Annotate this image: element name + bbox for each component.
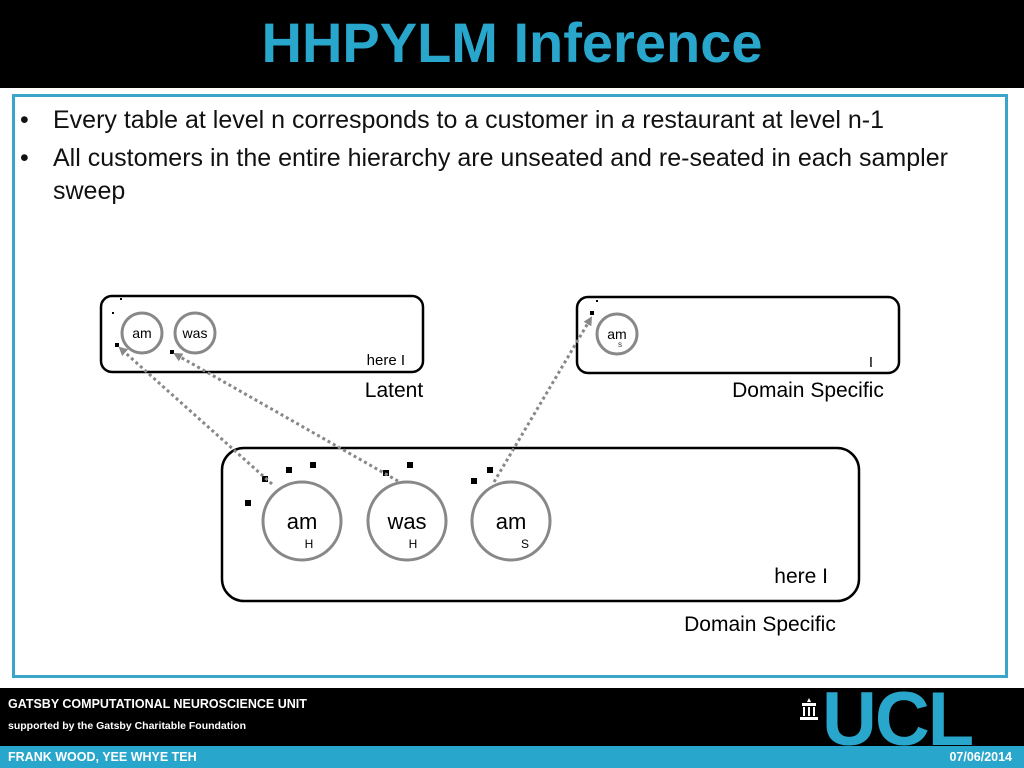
bottom-table-am-h-sub: H — [305, 537, 314, 551]
bottom-table-am-s-label: am — [496, 509, 527, 534]
customer-dot — [487, 467, 493, 473]
domain-top-table-am — [595, 312, 639, 356]
customer-dot — [112, 312, 114, 314]
domain-top-caption: Domain Specific — [732, 379, 884, 402]
arrow-am-s-to-domain — [492, 316, 593, 483]
customer-dot — [286, 467, 292, 473]
domain-bottom-restaurant-box — [220, 446, 861, 603]
domain-top-restaurant-box — [575, 295, 901, 375]
bullet-1-italic: a — [621, 106, 636, 134]
customer-dot — [590, 311, 594, 315]
bullet-item-2: • All customers in the entire hierarchy … — [20, 142, 1010, 208]
latent-table-am — [120, 311, 164, 355]
content-frame — [12, 94, 1008, 678]
footer-strip — [0, 746, 1024, 768]
domain-top-table-am-sub: S — [618, 343, 622, 349]
bottom-table-was-h-label: was — [386, 509, 426, 534]
bottom-table-am-s — [470, 480, 552, 562]
bullet-1-text-end: restaurant at level n-1 — [635, 106, 884, 134]
bottom-table-was-h — [366, 480, 448, 562]
bullet-1-text: Every table at level n corresponds to a … — [53, 106, 622, 134]
latent-table-was — [173, 311, 217, 355]
domain-bottom-context-label: here I — [774, 565, 828, 588]
ucl-portico-icon — [800, 698, 818, 720]
customer-dot — [115, 343, 119, 347]
domain-top-table-am-label: am — [607, 326, 626, 342]
customer-dot — [471, 478, 477, 484]
latent-context-label: here I — [367, 352, 405, 369]
latent-caption: Latent — [365, 379, 424, 402]
footer-date: 07/06/2014 — [949, 750, 1012, 764]
latent-table-was-label: was — [182, 325, 208, 341]
bottom-table-am-h-label: am — [287, 509, 318, 534]
footer-authors: FRANK WOOD, YEE WHYE TEH — [8, 750, 197, 764]
arrow-was-h-to-latent — [173, 352, 399, 483]
customer-dot — [170, 350, 174, 354]
title-bar — [0, 0, 1024, 88]
bullet-item-1: • Every table at level n corresponds to … — [20, 104, 1010, 137]
bottom-table-was-h-sub: H — [409, 537, 418, 551]
customer-dot — [245, 500, 251, 506]
arrow-am-h-to-latent — [118, 346, 274, 486]
customer-dot — [120, 298, 122, 300]
footer-bar — [0, 688, 1024, 746]
customer-dot — [596, 300, 598, 302]
ucl-logo: UCL — [822, 677, 974, 762]
bullet-2-text: All customers in the entire hierarchy ar… — [53, 144, 948, 205]
bullet-dot: • — [20, 144, 29, 172]
footer-supported: supported by the Gatsby Charitable Found… — [8, 720, 247, 732]
bullet-dot: • — [20, 106, 29, 134]
bottom-table-am-s-sub: S — [521, 537, 529, 551]
domain-bottom-caption: Domain Specific — [684, 613, 836, 636]
latent-table-am-label: am — [132, 325, 151, 341]
latent-restaurant-box — [99, 294, 425, 374]
customer-dot — [407, 462, 413, 468]
customer-dot — [310, 462, 316, 468]
bottom-table-am-h — [261, 480, 343, 562]
footer-unit-name: GATSBY COMPUTATIONAL NEUROSCIENCE UNIT — [8, 697, 307, 711]
domain-top-context-label: I — [869, 354, 873, 371]
bullet-list: • Every table at level n corresponds to … — [20, 104, 1010, 213]
slide-title: HHPYLM Inference — [261, 11, 763, 74]
